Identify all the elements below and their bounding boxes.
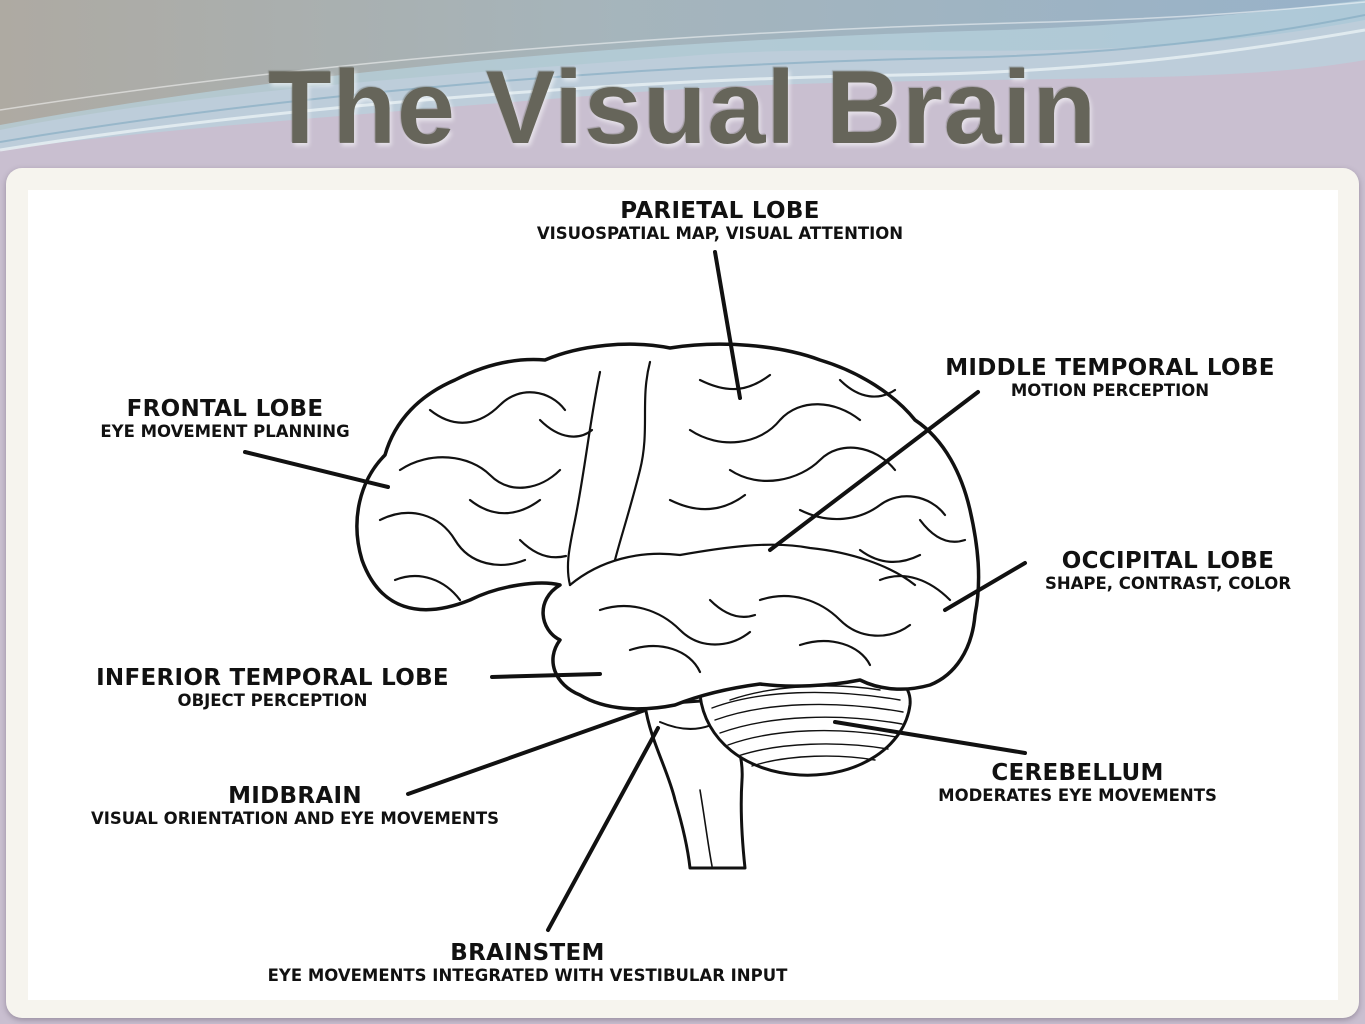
- label-name: BRAINSTEM: [450, 940, 605, 966]
- label-midbrain: MIDBRAIN VISUAL ORIENTATION AND EYE MOVE…: [35, 785, 555, 828]
- label-function: EYE MOVEMENTS INTEGRATED WITH VESTIBULAR…: [267, 966, 788, 985]
- label-function: VISUOSPATIAL MAP, VISUAL ATTENTION: [536, 224, 904, 243]
- label-name: MIDBRAIN: [228, 783, 362, 809]
- label-brainstem: BRAINSTEM EYE MOVEMENTS INTEGRATED WITH …: [200, 942, 855, 985]
- label-name: OCCIPITAL LOBE: [1061, 548, 1275, 574]
- label-occipital-lobe: OCCIPITAL LOBE SHAPE, CONTRAST, COLOR: [1008, 550, 1328, 593]
- label-name: MIDDLE TEMPORAL LOBE: [945, 355, 1275, 381]
- label-cerebellum: CEREBELLUM MODERATES EYE MOVEMENTS: [895, 762, 1260, 805]
- label-name: CEREBELLUM: [991, 760, 1164, 786]
- label-name: PARIETAL LOBE: [620, 198, 820, 224]
- leader-line-midbrain: [406, 708, 647, 796]
- leader-line-middle-temporal: [768, 390, 980, 552]
- label-function: MOTION PERCEPTION: [1010, 381, 1210, 400]
- label-function: MODERATES EYE MOVEMENTS: [938, 786, 1217, 805]
- leader-line-brainstem: [546, 726, 660, 932]
- background-waves: [0, 0, 1365, 170]
- leader-lines: [243, 250, 1027, 932]
- leader-line-parietal: [713, 250, 742, 400]
- cerebrum-shape: [355, 342, 981, 711]
- leader-line-frontal: [243, 450, 390, 489]
- brain-illustration: [355, 342, 981, 870]
- label-name: INFERIOR TEMPORAL LOBE: [96, 665, 449, 691]
- label-function: EYE MOVEMENT PLANNING: [100, 422, 350, 441]
- label-parietal-lobe: PARIETAL LOBE VISUOSPATIAL MAP, VISUAL A…: [490, 200, 950, 243]
- leader-line-inferior-temporal: [490, 672, 602, 679]
- label-name: FRONTAL LOBE: [126, 396, 324, 422]
- label-function: SHAPE, CONTRAST, COLOR: [1044, 574, 1292, 593]
- leader-line-occipital: [943, 561, 1027, 612]
- leader-line-cerebellum: [833, 720, 1027, 755]
- label-frontal-lobe: FRONTAL LOBE EYE MOVEMENT PLANNING: [55, 398, 395, 441]
- label-inferior-temporal-lobe: INFERIOR TEMPORAL LOBE OBJECT PERCEPTION: [55, 667, 490, 710]
- slide-title: The Visual Brain: [267, 50, 1097, 166]
- label-function: VISUAL ORIENTATION AND EYE MOVEMENTS: [90, 809, 500, 828]
- label-function: OBJECT PERCEPTION: [177, 691, 368, 710]
- label-middle-temporal-lobe: MIDDLE TEMPORAL LOBE MOTION PERCEPTION: [905, 357, 1315, 400]
